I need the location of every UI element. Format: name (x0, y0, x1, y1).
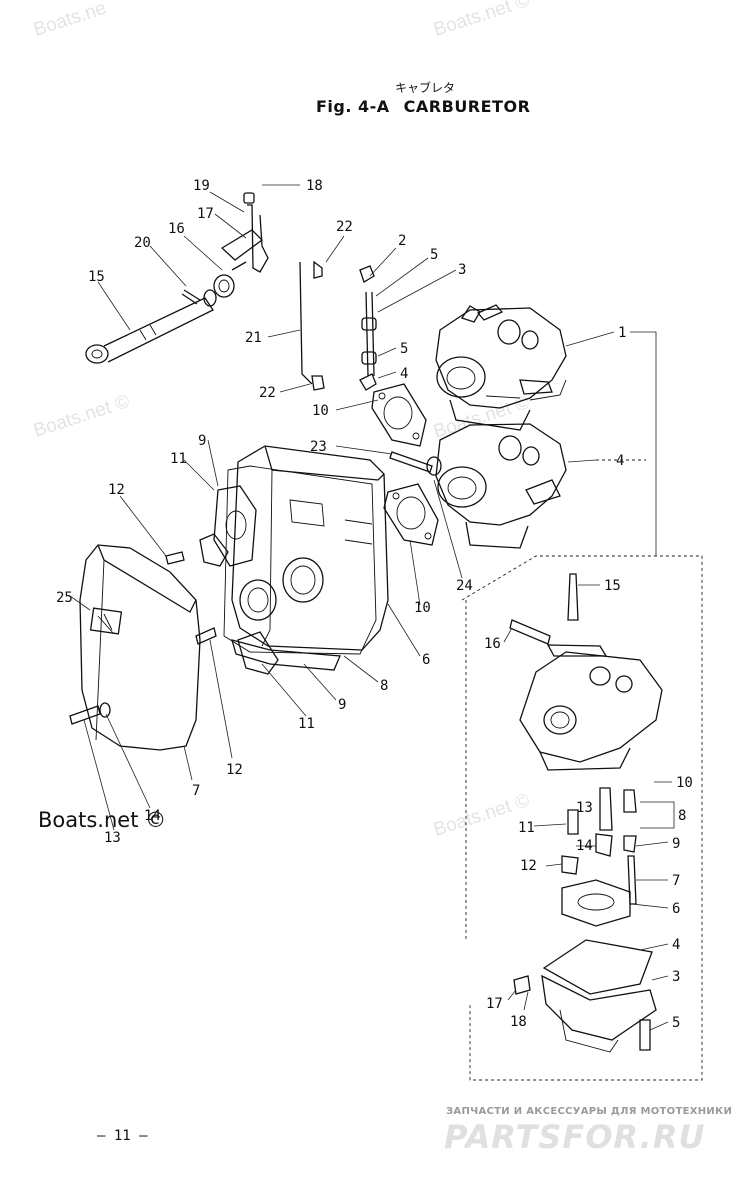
callout-6: 6 (422, 652, 430, 668)
callout-16: 16 (168, 221, 185, 237)
detail-small-parts (509, 573, 657, 1053)
detail-callout-11: 11 (518, 820, 535, 836)
callout-22: 22 (336, 219, 353, 235)
detail-callout-6: 6 (672, 901, 680, 917)
callout-4: 4 (400, 366, 408, 382)
page-number: – 11 – (97, 1128, 148, 1144)
detail-callout-16: 16 (484, 636, 501, 652)
callout-7: 7 (192, 783, 200, 799)
callout-2: 4 (616, 453, 624, 469)
detail-callout-13: 13 (576, 800, 593, 816)
watermark: Boats.net © (31, 391, 132, 442)
callout-5: 5 (400, 341, 408, 357)
detail-callout-17: 17 (486, 996, 503, 1012)
lower-carburetor (426, 423, 567, 549)
throttle-shaft-assembly (85, 192, 269, 364)
detail-leader-lines (503, 584, 675, 1031)
figure-number: Fig. 4-A (316, 97, 390, 116)
callout-18: 18 (306, 178, 323, 194)
callout-10: 10 (312, 403, 329, 419)
brand-tagline: ЗАПЧАСТИ И АКСЕССУАРЫ ДЛЯ МОТОТЕХНИКИ (446, 1106, 733, 1117)
detail-callout-15: 15 (604, 578, 621, 594)
gasket-11 (199, 533, 279, 675)
detail-frame (461, 331, 703, 1081)
callout-9: 9 (198, 433, 206, 449)
screws-12-13-14 (69, 551, 217, 725)
watermark: Boats.net © (431, 392, 532, 443)
gasket-10-upper (371, 383, 427, 447)
callout-1: 1 (618, 325, 626, 341)
watermark: Boats.net © (431, 0, 532, 41)
gasket-9 (213, 485, 341, 671)
callout-19: 19 (193, 178, 210, 194)
detail-callout-7: 7 (672, 873, 680, 889)
callout-8: 8 (380, 678, 388, 694)
watermark: Boats.ne (31, 0, 109, 41)
gasket-10-lower (383, 483, 439, 546)
callout-22: 22 (259, 385, 276, 401)
callout-14: 14 (144, 808, 161, 824)
callout-4: 2 (398, 233, 406, 249)
callout-23: 23 (310, 439, 327, 455)
silencer-cover-7 (79, 544, 201, 751)
brand-logo: PARTSFOR.RU (444, 1118, 706, 1156)
callout-13: 13 (104, 830, 121, 846)
link-rod-21 (299, 260, 325, 391)
callout-24: 24 (456, 578, 473, 594)
detail-callout-10: 10 (676, 775, 693, 791)
detail-callout-9: 9 (672, 836, 680, 852)
callout-12: 12 (108, 482, 125, 498)
callout-11: 11 (298, 716, 315, 732)
callout-17: 17 (197, 206, 214, 222)
figure-title: Fig. 4-A CARBURETOR (316, 97, 530, 116)
gasket-8 (223, 465, 377, 655)
detail-callout-5: 5 (672, 1015, 680, 1031)
callout-21: 21 (245, 330, 262, 346)
boats-net-credit: Boats.net © (38, 808, 167, 832)
callout-9: 9 (338, 697, 346, 713)
detail-callout-3: 3 (672, 969, 680, 985)
callout-5: 5 (430, 247, 438, 263)
detail-callout-8: 8 (678, 808, 686, 824)
bolt-23 (389, 451, 433, 473)
callout-10: 10 (414, 600, 431, 616)
detail-callout-12: 12 (520, 858, 537, 874)
link-rods-4-5-3 (359, 265, 377, 391)
callout-25: 25 (56, 590, 73, 606)
callout-20: 20 (134, 235, 151, 251)
callout-12: 12 (226, 762, 243, 778)
figure-title-japanese: キャブレタ (395, 81, 456, 95)
leader-lines (69, 184, 615, 831)
detail-carburetor-body (519, 644, 663, 771)
detail-callout-14: 14 (576, 838, 593, 854)
detail-callout-4: 4 (672, 937, 680, 953)
detail-callout-18: 18 (510, 1014, 527, 1030)
callout-11: 11 (170, 451, 187, 467)
figure-name: CARBURETOR (403, 97, 531, 116)
silencer-case-6 (231, 445, 389, 651)
callout-15: 15 (88, 269, 105, 285)
callout-labels: 18 19 17 16 20 15 22 21 22 2 5 3 5 4 10 … (56, 178, 693, 1031)
callout-3: 3 (458, 262, 466, 278)
